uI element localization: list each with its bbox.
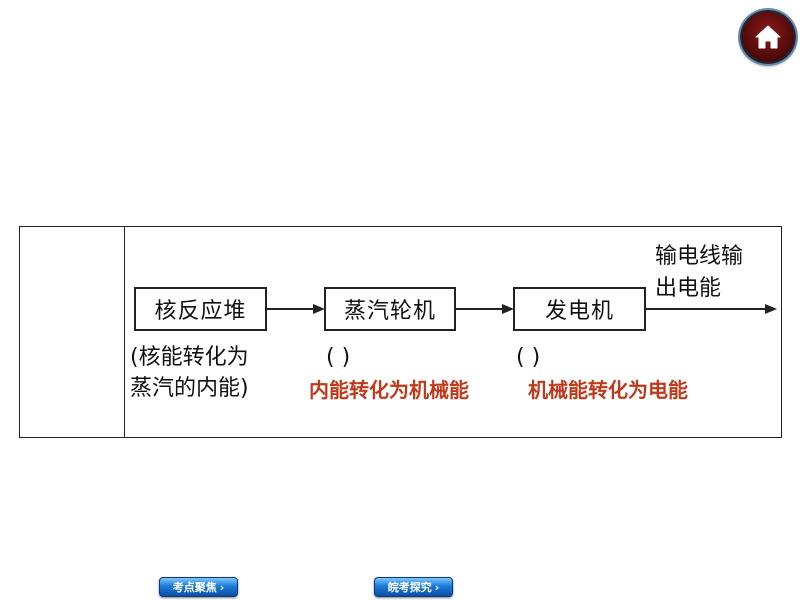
exam-explore-button[interactable]: 皖考探究 › [374, 577, 453, 597]
generator-label: 发电机 [544, 299, 614, 324]
turbine-blank-parens: ( ) [326, 345, 351, 370]
home-icon [755, 25, 781, 49]
table-column-divider [124, 227, 125, 437]
generator-box: 发电机 [513, 287, 646, 331]
arrow-3-head [765, 304, 777, 314]
arrow-3-line [646, 308, 766, 310]
energy-conversion-table [19, 226, 782, 438]
turbine-answer: 内能转化为机械能 [309, 378, 469, 402]
generator-answer: 机械能转化为电能 [528, 378, 688, 402]
arrow-2-head [502, 304, 514, 314]
exam-explore-label: 皖考探究 [387, 581, 432, 594]
output-label-line2: 出电能 [655, 276, 722, 301]
reactor-note-line1: (核能转化为 [130, 345, 249, 370]
arrow-1-line [267, 308, 315, 310]
chevron-right-icon: › [219, 580, 225, 594]
steam-turbine-label: 蒸汽轮机 [343, 299, 436, 324]
focus-points-label: 考点聚焦 [172, 581, 217, 594]
chevron-right-icon: › [434, 580, 440, 594]
arrow-1-head [313, 304, 325, 314]
generator-blank-parens: ( ) [516, 345, 541, 370]
reactor-label: 核反应堆 [154, 299, 247, 324]
home-button[interactable] [740, 10, 796, 64]
reactor-note-line2: 蒸汽的内能) [130, 376, 249, 401]
output-label-line1: 输电线输 [655, 244, 744, 269]
focus-points-button[interactable]: 考点聚焦 › [159, 577, 238, 597]
reactor-box: 核反应堆 [134, 287, 267, 331]
steam-turbine-box: 蒸汽轮机 [324, 287, 456, 331]
arrow-2-line [456, 308, 504, 310]
